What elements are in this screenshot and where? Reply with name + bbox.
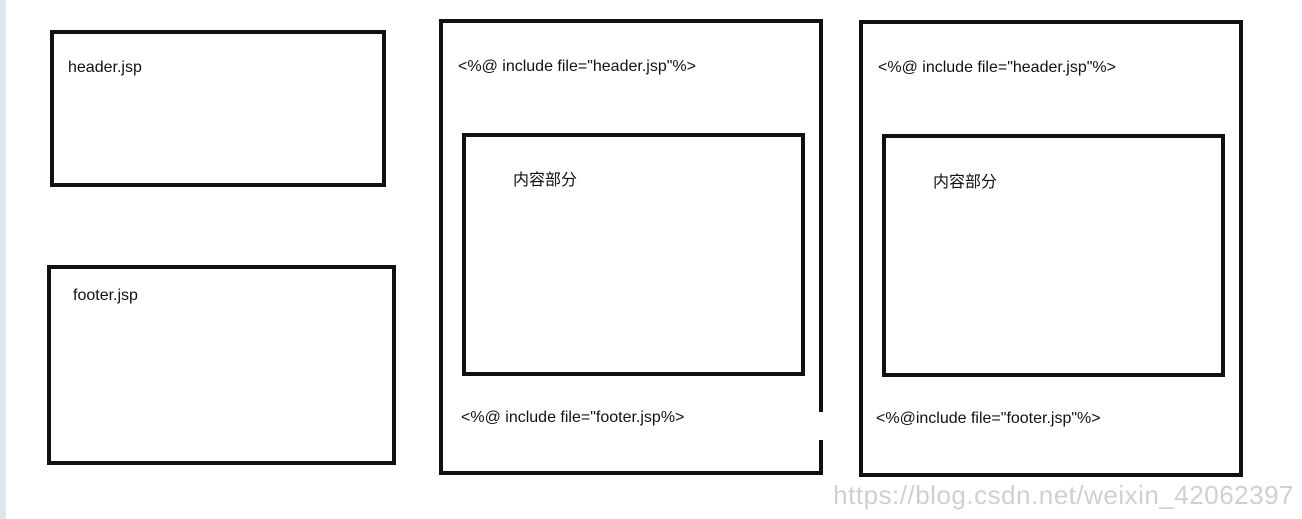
- footer-jsp-box: footer.jsp: [47, 265, 396, 465]
- composed-page-left: <%@ include file="header.jsp"%>: [439, 19, 823, 475]
- content-label-left: 内容部分: [513, 172, 578, 189]
- include-header-directive-left: <%@ include file="header.jsp"%>: [458, 58, 696, 75]
- include-footer-directive-right: <%@include file="footer.jsp"%>: [876, 410, 1101, 427]
- footer-jsp-label: footer.jsp: [73, 287, 138, 304]
- border-gap-left: [817, 412, 825, 440]
- header-jsp-label: header.jsp: [68, 59, 142, 76]
- content-label-right: 内容部分: [933, 174, 998, 191]
- content-box-left: 内容部分: [462, 133, 805, 376]
- include-header-directive-right: <%@ include file="header.jsp"%>: [878, 59, 1116, 76]
- header-jsp-box: header.jsp: [50, 30, 386, 187]
- include-footer-directive-left: <%@ include file="footer.jsp%>: [461, 409, 685, 426]
- csdn-watermark: https://blog.csdn.net/weixin_42062397: [833, 480, 1294, 510]
- left-edge-strip: [0, 0, 6, 519]
- content-box-right: 内容部分: [882, 134, 1225, 377]
- composed-page-right: <%@ include file="header.jsp"%>: [859, 20, 1243, 477]
